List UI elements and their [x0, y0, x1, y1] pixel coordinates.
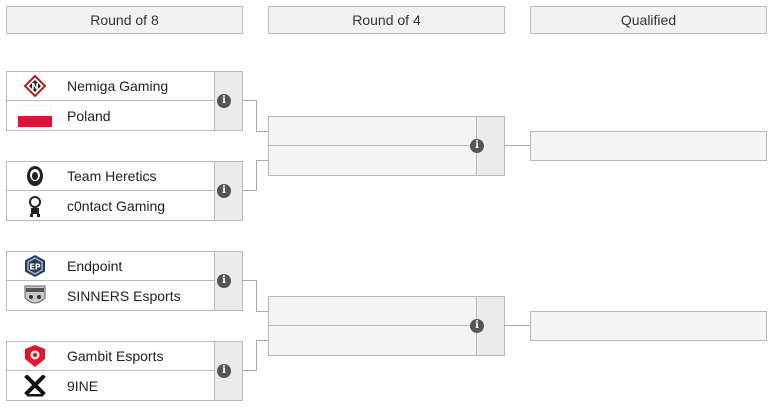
heretics-logo-icon: [17, 164, 53, 188]
connector-line: [256, 100, 257, 131]
team-name: Endpoint: [67, 258, 123, 274]
qualified-slot-2[interactable]: [530, 311, 767, 341]
r8-match-3-team-top[interactable]: EP Endpoint: [7, 252, 215, 281]
r8-match-1-team-bottom[interactable]: Poland: [7, 101, 215, 130]
r8-match-1-team-top[interactable]: N Nemiga Gaming: [7, 72, 215, 101]
r8-match-4: Gambit Esports 9INE i: [6, 341, 243, 401]
endpoint-logo-icon: EP: [17, 254, 53, 278]
r8-match-3: EP Endpoint SINNERS Esports i: [6, 251, 243, 311]
header-round-of-8: Round of 8: [6, 6, 243, 34]
connector-line: [243, 370, 256, 371]
info-icon: i: [217, 184, 231, 198]
team-name: SINNERS Esports: [67, 287, 181, 304]
r8-match-2-team-bottom[interactable]: c0ntact Gaming: [7, 191, 215, 220]
r8-match-3-team-bottom[interactable]: SINNERS Esports: [7, 281, 215, 310]
r4-match-1-info-button[interactable]: i: [470, 117, 504, 175]
connector-line: [243, 100, 256, 101]
r4-match-1: i: [268, 116, 505, 176]
connector-line: [256, 131, 268, 132]
team-name: 9INE: [67, 377, 99, 394]
connector-line: [243, 190, 256, 191]
r8-match-2: Team Heretics c0ntact Gaming i: [6, 161, 243, 221]
sinners-logo-icon: [17, 284, 53, 308]
team-name: Poland: [67, 107, 111, 124]
r4-match-1-slot-bottom[interactable]: [269, 146, 477, 175]
r4-match-2: i: [268, 296, 505, 356]
r4-match-2-slot-bottom[interactable]: [269, 326, 477, 355]
info-icon: i: [217, 364, 231, 378]
connector-line: [256, 160, 257, 191]
header-qualified: Qualified: [530, 6, 767, 34]
9ine-logo-icon: [17, 374, 53, 398]
svg-text:EP: EP: [29, 263, 40, 272]
nemiga-logo-icon: N: [17, 74, 53, 98]
connector-line: [243, 280, 256, 281]
info-icon: i: [470, 139, 484, 153]
connector-line: [256, 340, 257, 371]
r8-match-4-team-top[interactable]: Gambit Esports: [7, 342, 215, 371]
team-name: Nemiga Gaming: [67, 78, 169, 94]
info-icon: i: [217, 274, 231, 288]
team-name: c0ntact Gaming: [67, 197, 166, 214]
r4-match-2-slot-top[interactable]: [269, 297, 477, 326]
r8-match-4-info-button[interactable]: i: [214, 342, 242, 400]
connector-line: [256, 311, 268, 312]
r4-match-1-slot-top[interactable]: [269, 117, 477, 146]
info-icon: i: [217, 94, 231, 108]
connector-line: [256, 280, 257, 311]
info-icon: i: [470, 319, 484, 333]
r8-match-1-info-button[interactable]: i: [214, 72, 242, 130]
r8-match-4-team-bottom[interactable]: 9INE: [7, 371, 215, 400]
r4-match-2-info-button[interactable]: i: [470, 297, 504, 355]
poland-flag-icon: [17, 104, 53, 128]
contact-logo-icon: [17, 194, 53, 218]
connector-line: [505, 145, 530, 146]
header-round-of-4: Round of 4: [268, 6, 505, 34]
r8-match-2-team-top[interactable]: Team Heretics: [7, 162, 215, 191]
r8-match-3-info-button[interactable]: i: [214, 252, 242, 310]
r8-match-2-info-button[interactable]: i: [214, 162, 242, 220]
svg-text:N: N: [31, 83, 39, 93]
team-name: Team Heretics: [67, 168, 157, 184]
connector-line: [505, 325, 530, 326]
gambit-logo-icon: [17, 344, 53, 368]
r8-match-1: N Nemiga Gaming Poland i: [6, 71, 243, 131]
connector-line: [256, 160, 268, 161]
connector-line: [256, 340, 268, 341]
qualified-slot-1[interactable]: [530, 131, 767, 161]
team-name: Gambit Esports: [67, 348, 164, 364]
